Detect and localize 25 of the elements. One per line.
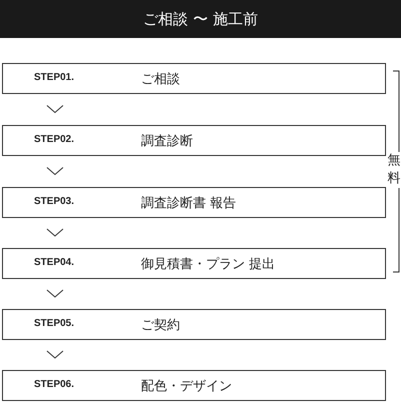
chevron-arrow	[46, 228, 64, 237]
step-label: ご契約	[141, 317, 180, 334]
step-number: STEP02.	[34, 134, 74, 145]
step-box	[2, 309, 386, 340]
step-number: STEP05.	[34, 318, 74, 329]
step-label: 配色・デザイン	[141, 378, 232, 395]
step-label: 御見積書・プラン 提出	[141, 256, 276, 273]
step-box	[2, 248, 386, 279]
step-box	[2, 125, 386, 156]
chevron-arrow	[46, 167, 64, 176]
step-number: STEP06.	[34, 379, 74, 390]
step-number: STEP03.	[34, 196, 74, 207]
step-number: STEP04.	[34, 257, 74, 268]
step-label: 調査診断	[141, 133, 193, 150]
step-number: STEP01.	[34, 72, 74, 83]
chevron-arrow	[46, 350, 64, 359]
step-box	[2, 370, 386, 401]
step-box	[2, 187, 386, 218]
step-label: 調査診断書 報告	[141, 195, 236, 212]
bracket-label: 無料	[386, 152, 401, 188]
step-label: ご相談	[141, 71, 180, 88]
step-box	[2, 63, 386, 94]
chevron-arrow	[46, 105, 64, 114]
title-bar: ご相談 〜 施工前	[0, 0, 401, 38]
chevron-arrow	[46, 290, 64, 298]
